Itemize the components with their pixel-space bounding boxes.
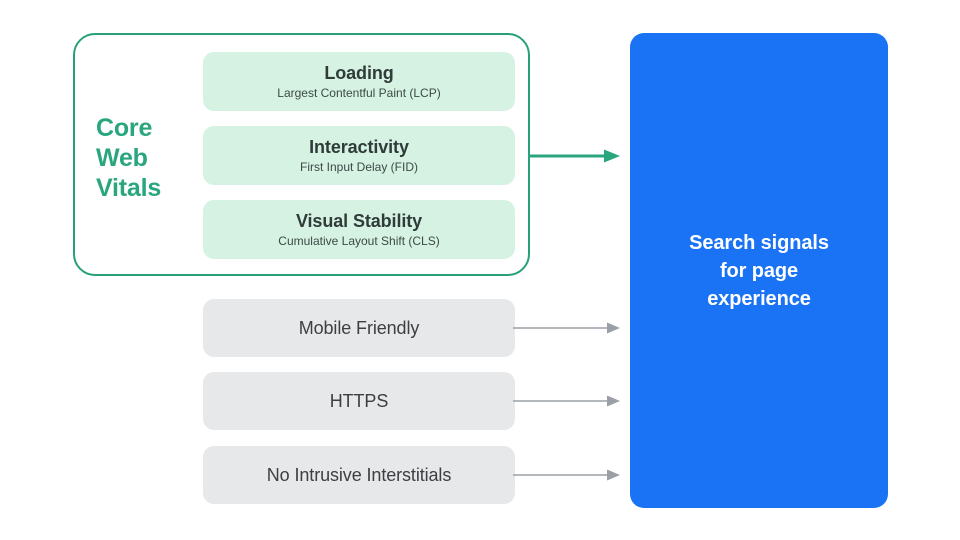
- metric-card-visual-stability[interactable]: Visual Stability Cumulative Layout Shift…: [203, 200, 515, 259]
- metric-subtitle-loading: Largest Contentful Paint (LCP): [277, 86, 441, 100]
- metric-card-loading[interactable]: Loading Largest Contentful Paint (LCP): [203, 52, 515, 111]
- core-web-vitals-group-label: Core Web Vitals: [96, 114, 162, 202]
- mobile-friendly-arrow-icon: [513, 322, 620, 334]
- search-signals-box: Search signals for page experience: [630, 33, 888, 508]
- signal-card-mobile-friendly[interactable]: Mobile Friendly: [203, 299, 515, 357]
- signal-label-https: HTTPS: [329, 391, 389, 411]
- metric-card-interactivity[interactable]: Interactivity First Input Delay (FID): [203, 126, 515, 185]
- metric-title-loading: Loading: [324, 63, 394, 83]
- signal-card-https[interactable]: HTTPS: [203, 372, 515, 430]
- https-arrow-icon: [513, 395, 620, 407]
- signal-label-no-intrusive-interstitials: No Intrusive Interstitials: [266, 465, 452, 485]
- search-signals-label: Search signals for page experience: [689, 231, 829, 310]
- core-web-vitals-arrow-icon: [528, 149, 620, 163]
- metric-title-visual-stability: Visual Stability: [295, 211, 423, 231]
- signal-card-no-intrusive-interstitials[interactable]: No Intrusive Interstitials: [203, 446, 515, 504]
- no-intrusive-interstitials-arrow-icon: [513, 469, 620, 481]
- metric-title-interactivity: Interactivity: [309, 137, 409, 157]
- metric-subtitle-visual-stability: Cumulative Layout Shift (CLS): [278, 234, 440, 248]
- metric-subtitle-interactivity: First Input Delay (FID): [299, 160, 419, 174]
- signal-label-mobile-friendly: Mobile Friendly: [298, 318, 420, 338]
